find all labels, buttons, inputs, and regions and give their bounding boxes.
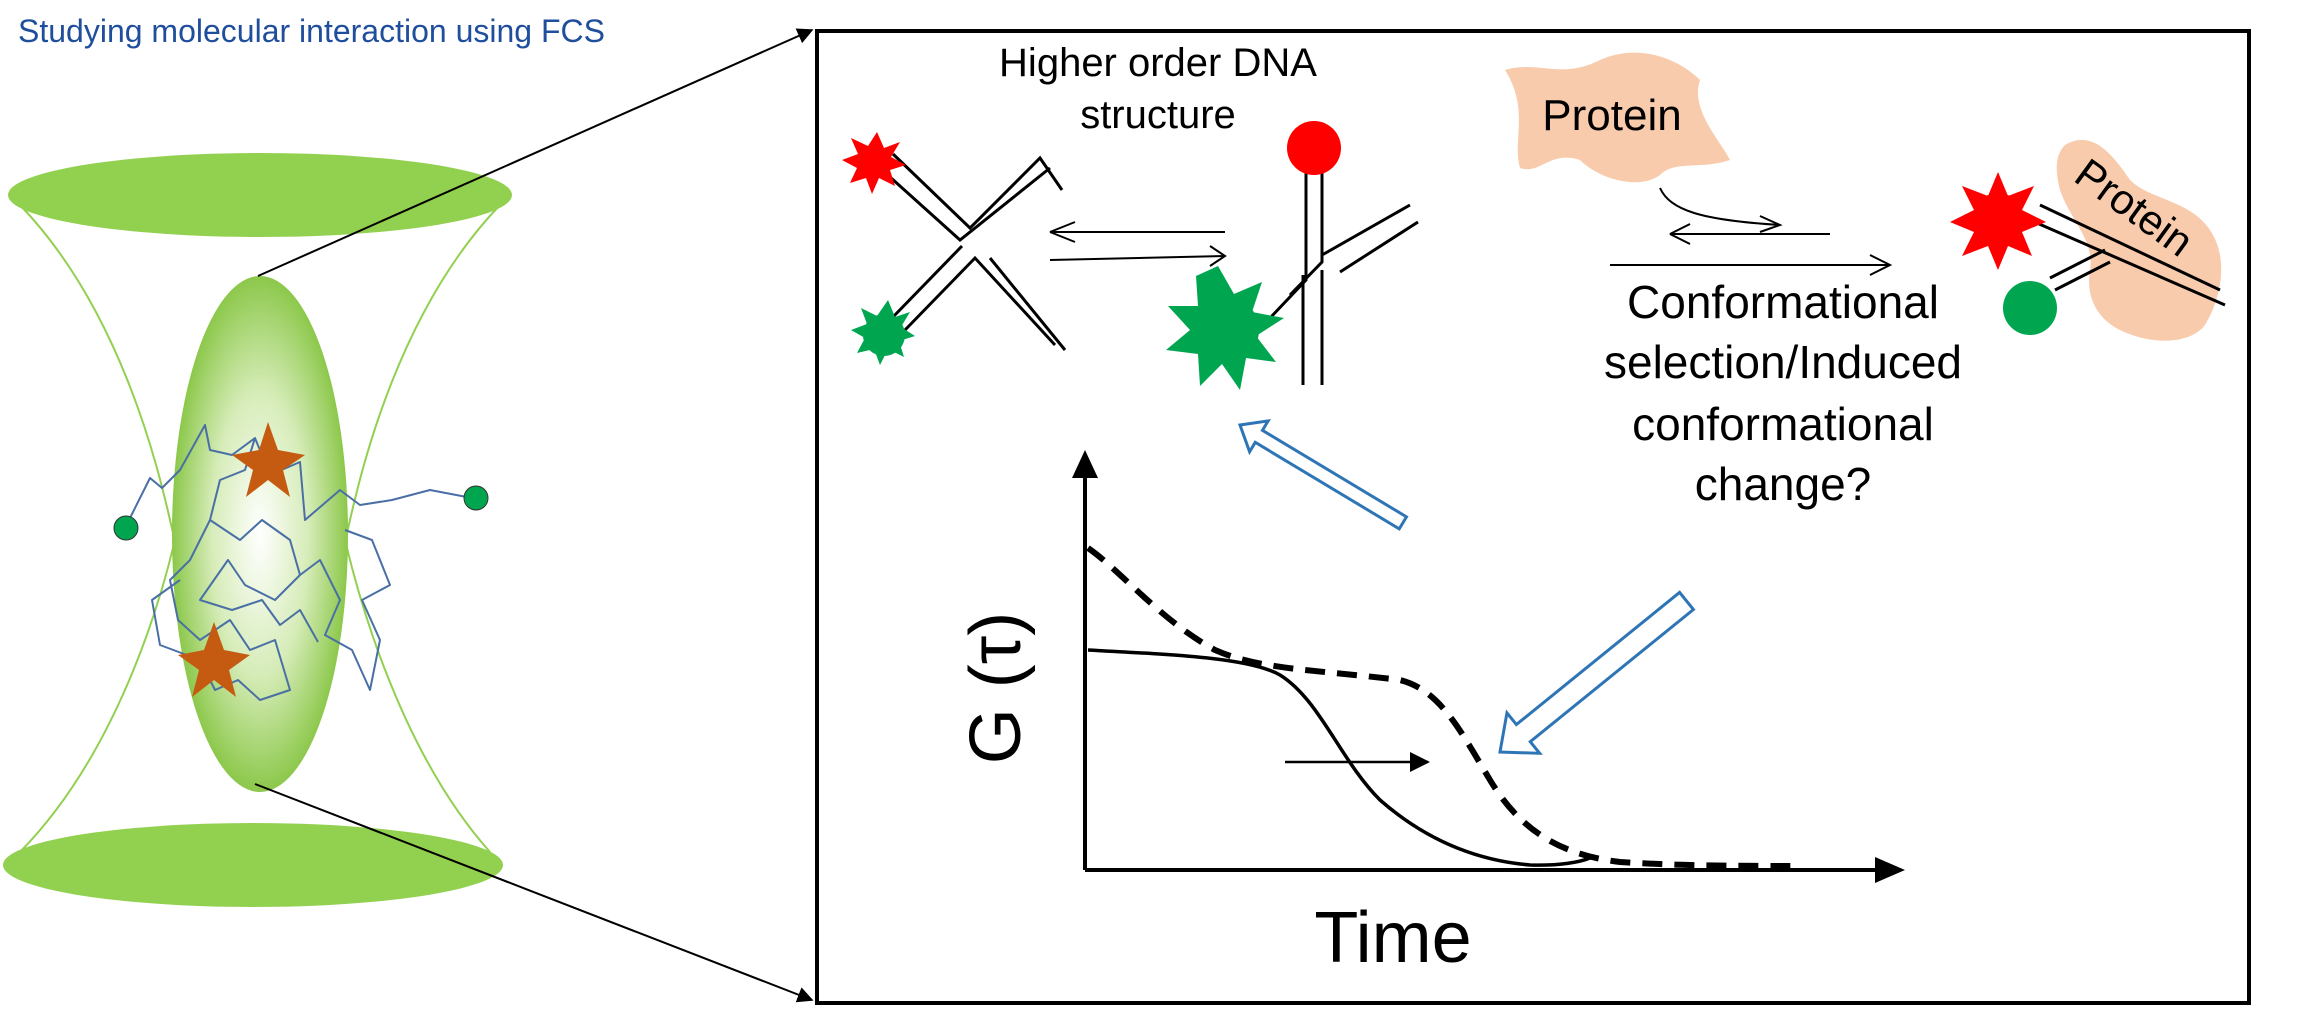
protein-blob-free [1505, 52, 1730, 183]
mechanism-line3: conformational [1632, 398, 1934, 450]
dna-junction-open [878, 152, 1067, 351]
y-axis-arrowhead [1072, 450, 1098, 478]
x-axis-arrowhead [1875, 857, 1905, 883]
focal-volume [3, 153, 512, 907]
zoom-line-bottom [254, 783, 814, 1003]
protein-blob-bound [2056, 139, 2222, 341]
figure-title: Studying molecular interaction using FCS [18, 13, 605, 49]
fluorophore-star-top [232, 422, 305, 497]
mechanism-line4: change? [1695, 458, 1872, 510]
mechanism-line2: selection/Induced [1604, 336, 1962, 388]
donor-dye-bound [2003, 281, 2057, 335]
protein-label: Protein [1542, 91, 1681, 140]
correlation-plot: G (τ) Time [956, 450, 1905, 978]
beam-left-edge [19, 204, 177, 853]
equilibrium-arrows-dna [1049, 221, 1227, 267]
donor-dye-right [463, 485, 489, 511]
fluorophore-star-bottom [178, 622, 250, 697]
mechanism-line1: Conformational [1627, 276, 1939, 328]
curve-protein-bound [1086, 545, 1801, 869]
y-axis-label: G (τ) [956, 612, 1036, 764]
donor-dye-small [851, 300, 915, 365]
x-axis-label: Time [1314, 898, 1471, 978]
beam-right-edge [343, 204, 501, 853]
binding-equilibrium-arrows [1610, 187, 1893, 276]
dna-bound-strands [2029, 203, 2226, 307]
curve-unbound [1087, 648, 1591, 867]
dna-structure-label-line1: Higher order DNA [999, 41, 1317, 85]
zoom-line-top [257, 28, 814, 277]
donor-dye-left [113, 515, 139, 541]
pointer-arrow-left [1237, 418, 1409, 531]
bottom-beam-disk [3, 823, 503, 907]
dna-structure-label-line2: structure [1080, 93, 1236, 137]
donor-dye-large [1166, 266, 1284, 390]
inset-frame [815, 29, 2251, 1005]
pointer-arrow-right [1498, 590, 1696, 755]
detection-volume [172, 276, 348, 792]
acceptor-dye-bound [1950, 172, 2046, 270]
top-beam-disk [8, 153, 512, 237]
acceptor-dye-small [842, 132, 906, 194]
acceptor-dye-top [1287, 121, 1341, 175]
dna-junction-stacked [1268, 168, 1419, 385]
